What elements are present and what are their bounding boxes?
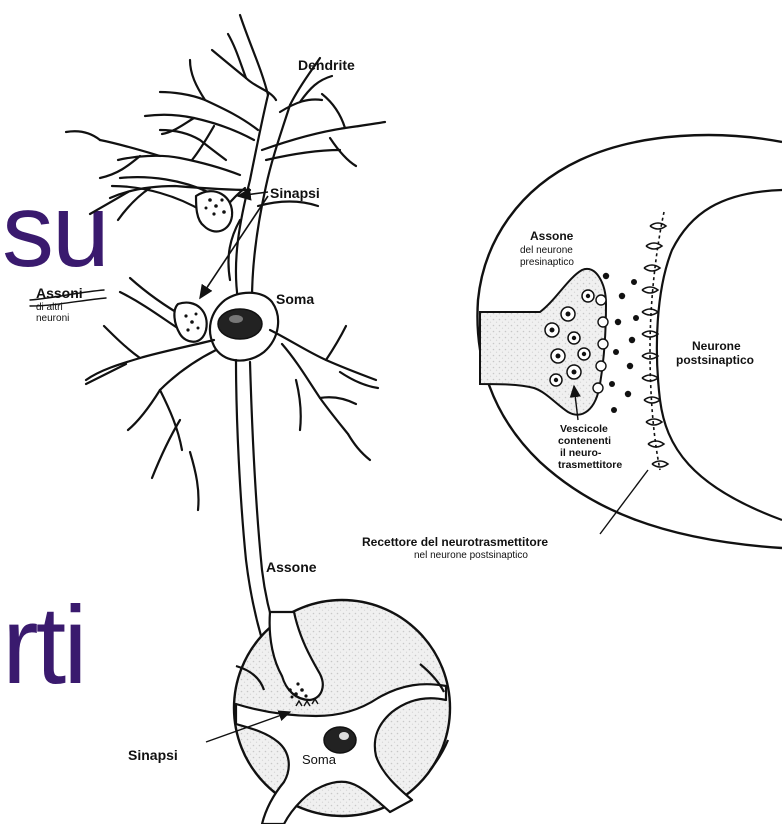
label-inset-sinapsi: Sinapsi [128,747,178,763]
label-assoni: Assoni [36,285,83,301]
label-sinapsi: Sinapsi [270,185,320,201]
label-recettore: Recettore del neurotrasmettitore [362,535,548,549]
label-assoni-sub-2: neuroni [36,313,69,324]
synapse-inset: Assone del neurone presinaptico Neurone … [362,135,782,561]
label-assoni-sub-1: di altri [36,302,63,313]
label-recettore-sub: nel neurone postsinaptico [414,550,528,561]
label-assone-sub-1: del neurone [520,245,573,256]
label-vescicole-1: Vescicole [560,423,608,435]
label-assone-sub-2: presinaptico [520,257,574,268]
label-assone: Assone [266,559,317,575]
label-inset-soma: Soma [302,752,337,767]
label-vescicole-3: il neuro- [560,447,602,459]
label-postsinaptico: postsinaptico [676,353,754,367]
label-dendrite: Dendrite [298,57,355,73]
label-neurone: Neurone [692,339,741,353]
soma-nucleus [218,309,262,339]
label-vescicole-4: trasmettitore [558,459,622,471]
label-soma: Soma [276,291,314,307]
bottom-inset: Sinapsi Soma [128,600,450,824]
neuron-drawing [30,15,385,690]
label-assone-presinaptico: Assone [530,229,574,243]
label-vescicole-2: contenenti [558,435,611,447]
